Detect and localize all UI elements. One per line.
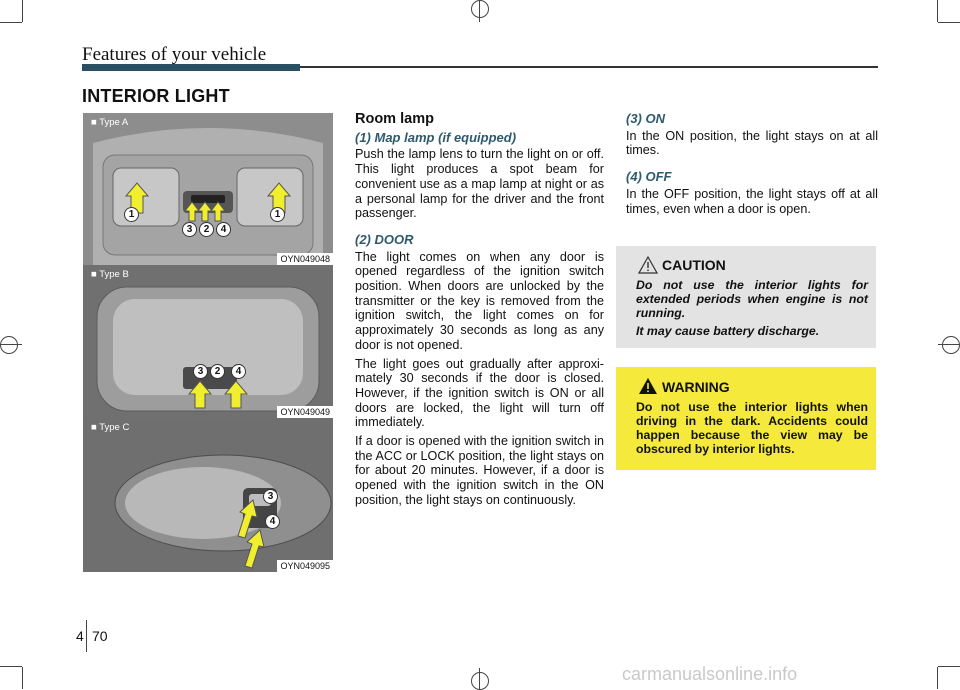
caution-text: Do not use the interior lights for exten… xyxy=(636,278,868,338)
crop-mark xyxy=(22,667,23,689)
callout-4: 4 xyxy=(231,364,246,379)
caution-line-2: It may cause battery discharge. xyxy=(636,324,820,338)
photo-label: ■ Type A xyxy=(91,117,129,128)
photo-type-a: ■ Type A 1 1 3 2 4 OYN049048 xyxy=(83,113,333,265)
crop-mark xyxy=(938,666,960,667)
header-accent-bar xyxy=(82,64,300,71)
registration-mark xyxy=(0,344,22,345)
crop-mark xyxy=(0,666,22,667)
room-lamp-heading: Room lamp xyxy=(355,111,434,127)
callout-2: 2 xyxy=(199,222,214,237)
arrow-icon xyxy=(187,380,249,409)
text-column-right: (3) ON In the ON position, the light sta… xyxy=(626,111,878,220)
header-rule xyxy=(82,66,878,68)
registration-mark xyxy=(938,344,960,345)
photo-label: ■ Type B xyxy=(91,269,129,280)
section-title: INTERIOR LIGHT xyxy=(82,86,230,106)
door-paragraph-3: If a door is opened with the ignition sw… xyxy=(355,434,604,507)
photo-type-b: ■ Type B 3 2 4 OYN049049 xyxy=(83,265,333,418)
photo-code: OYN049048 xyxy=(277,253,333,265)
photo-code: OYN049095 xyxy=(277,560,333,572)
off-paragraph: In the OFF position, the light stays off… xyxy=(626,186,878,216)
on-paragraph: In the ON position, the light stays on a… xyxy=(626,128,878,158)
callout-4: 4 xyxy=(216,222,231,237)
caution-box: CAUTION Do not use the interior lights f… xyxy=(616,246,876,348)
crop-mark xyxy=(938,22,960,23)
caution-triangle-icon xyxy=(638,256,658,274)
arrow-icon xyxy=(124,182,292,222)
callout-3: 3 xyxy=(193,364,208,379)
photo-label: ■ Type C xyxy=(91,422,130,433)
callout-3: 3 xyxy=(182,222,197,237)
callout-2: 2 xyxy=(210,364,225,379)
warning-box: WARNING Do not use the interior lights w… xyxy=(616,367,876,470)
page-number: 70 xyxy=(92,628,108,644)
registration-mark xyxy=(479,0,480,22)
on-subheading: (3) ON xyxy=(626,111,665,126)
arrow-icon xyxy=(237,499,265,569)
registration-mark xyxy=(471,0,489,18)
callout-4: 4 xyxy=(265,514,280,529)
map-lamp-subheading: (1) Map lamp (if equipped) xyxy=(355,129,517,145)
text-column-left: Room lamp (1) Map lamp (if equipped) Pus… xyxy=(355,112,604,512)
crop-mark xyxy=(937,667,938,689)
warning-triangle-icon xyxy=(639,378,657,394)
crop-mark xyxy=(937,0,938,22)
door-paragraph: The light comes on when any door is open… xyxy=(355,249,604,352)
registration-mark xyxy=(471,672,489,690)
door-subheading: (2) DOOR xyxy=(355,231,414,247)
crop-mark xyxy=(22,0,23,22)
photo-type-c: ■ Type C 3 4 OYN049095 xyxy=(83,418,333,572)
warning-text: Do not use the interior lights when driv… xyxy=(636,400,868,456)
registration-mark xyxy=(479,668,480,689)
map-lamp-paragraph: Push the lamp lens to turn the light on … xyxy=(355,147,604,221)
registration-mark xyxy=(0,336,18,354)
warning-title: WARNING xyxy=(662,379,730,395)
crop-mark xyxy=(0,22,22,23)
photo-code: OYN049049 xyxy=(277,406,333,418)
caution-line-1: Do not use the interior lights for exten… xyxy=(636,278,868,320)
watermark: carmanualsonline.info xyxy=(622,664,798,684)
header-title: Features of your vehicle xyxy=(82,44,267,65)
callout-1: 1 xyxy=(124,207,139,222)
registration-mark xyxy=(942,336,960,354)
callout-1: 1 xyxy=(270,207,285,222)
page-number-divider xyxy=(86,620,87,652)
off-subheading: (4) OFF xyxy=(626,169,672,185)
chapter-number: 4 xyxy=(76,628,84,644)
caution-title: CAUTION xyxy=(662,257,726,273)
callout-3: 3 xyxy=(263,489,278,504)
overhead-console-image xyxy=(83,113,333,265)
door-paragraph-2: The light goes out gradually after appro… xyxy=(355,356,604,430)
